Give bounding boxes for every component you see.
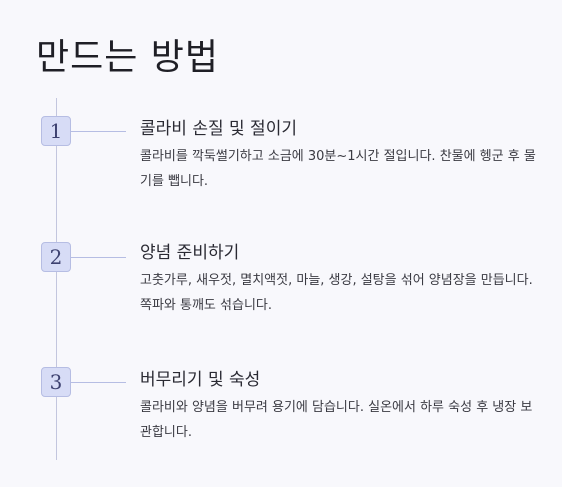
step-title: 양념 준비하기 xyxy=(140,243,240,263)
step-number-badge: 2 xyxy=(41,242,71,272)
step-connector xyxy=(71,382,126,383)
step-title: 버무리기 및 숙성 xyxy=(140,370,261,390)
page-title: 만드는 방법 xyxy=(36,37,220,78)
step-title: 콜라비 손질 및 절이기 xyxy=(140,119,297,139)
step-description: 콜라비를 깍둑썰기하고 소금에 30분~1시간 절입니다. 찬물에 헹군 후 물… xyxy=(140,149,536,189)
timeline-line xyxy=(56,98,57,460)
step-number-badge: 1 xyxy=(41,116,71,146)
step-description: 콜라비와 양념을 버무려 용기에 담습니다. 실온에서 하루 숙성 후 냉장 보… xyxy=(140,400,533,440)
step-connector xyxy=(71,257,126,258)
step-connector xyxy=(71,131,126,132)
step-number-badge: 3 xyxy=(41,367,71,397)
step-description: 고춧가루, 새우젓, 멸치액젓, 마늘, 생강, 설탕을 섞어 양념장을 만듭니… xyxy=(140,273,533,313)
